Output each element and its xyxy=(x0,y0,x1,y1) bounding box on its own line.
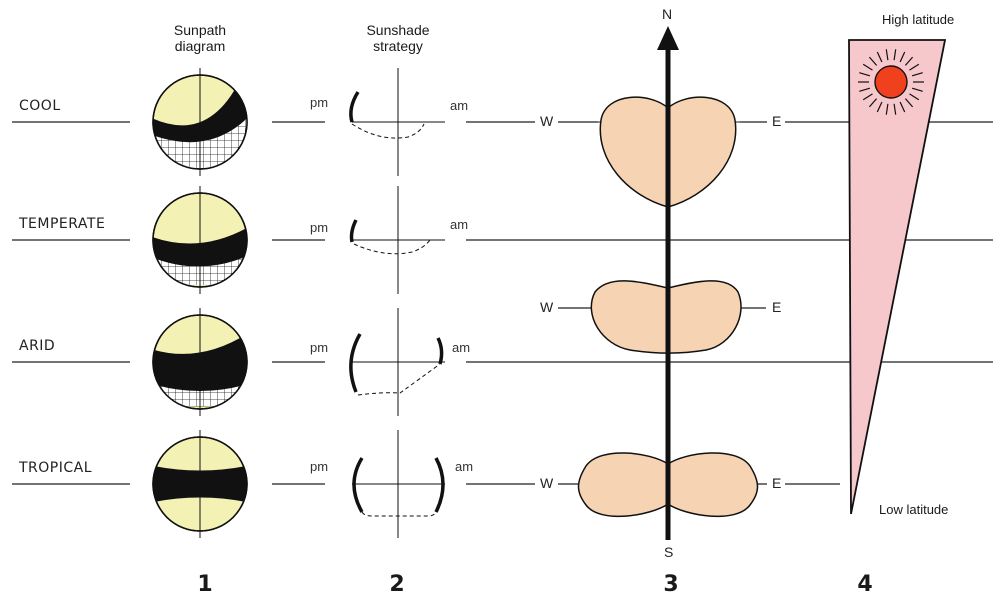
sunshade-arid xyxy=(349,308,445,416)
pm-label-tropical: pm xyxy=(310,459,329,474)
sun-ray xyxy=(893,103,897,115)
latitude-wedge xyxy=(848,39,947,515)
south-label: S xyxy=(664,544,674,560)
west-label-tropical: W xyxy=(540,475,554,491)
east-label-tropical: E xyxy=(772,475,782,491)
sun-ray xyxy=(904,98,914,108)
sun-ray xyxy=(876,51,883,63)
sun-ray xyxy=(911,87,923,92)
pm-label-cool: pm xyxy=(310,95,329,110)
north-label: N xyxy=(662,6,673,22)
climate-label-temperate: TEMPERATE xyxy=(19,216,106,232)
sun-ray xyxy=(885,49,889,61)
climate-label-cool: COOL xyxy=(19,98,61,114)
am-label-cool: am xyxy=(450,98,469,113)
sun-ray xyxy=(859,72,871,77)
am-label-arid: am xyxy=(452,340,471,355)
sunshade-header: Sunshade strategy xyxy=(366,22,430,55)
pm-label-temperate: pm xyxy=(310,220,329,235)
north-south-axis xyxy=(657,26,679,540)
west-label-cool: W xyxy=(540,113,554,129)
sun-ray xyxy=(911,72,923,77)
sunshade-tropical xyxy=(352,430,445,538)
climate-label-arid: ARID xyxy=(19,338,56,354)
climate-lines xyxy=(12,121,993,485)
column-number-4: 4 xyxy=(857,572,873,597)
north-arrowhead xyxy=(657,26,679,50)
sunpath-header: Sunpath diagram xyxy=(173,22,227,55)
east-label-arid: E xyxy=(772,299,782,315)
sun-ray xyxy=(876,101,883,113)
sun-ray xyxy=(904,56,914,66)
sun-ray xyxy=(859,87,871,92)
high-latitude-label: High latitude xyxy=(882,12,955,27)
column-number-3: 3 xyxy=(663,572,679,597)
sun-ray xyxy=(893,49,897,61)
sunpath-cool xyxy=(152,68,248,176)
am-label-tropical: am xyxy=(455,459,474,474)
sun-ray xyxy=(868,56,878,66)
sun-ray xyxy=(909,63,920,71)
climate-label-tropical: TROPICAL xyxy=(19,460,93,476)
sun-ray xyxy=(899,101,906,113)
sun-ray xyxy=(899,51,906,63)
west-label-arid: W xyxy=(540,299,554,315)
sunpath-temperate xyxy=(152,186,248,294)
column-number-2: 2 xyxy=(389,572,405,597)
east-label-cool: E xyxy=(772,113,782,129)
sunshade-cool xyxy=(349,68,445,176)
sun-ray xyxy=(885,103,889,115)
low-latitude-label: Low latitude xyxy=(879,502,949,517)
sun-icon xyxy=(858,49,924,115)
sunpath-arid xyxy=(152,308,248,416)
sun-ray xyxy=(909,93,920,101)
sunpath-tropical xyxy=(152,430,248,538)
column-number-1: 1 xyxy=(197,572,213,597)
sun-ray xyxy=(868,98,878,108)
sun-ray xyxy=(862,63,873,71)
sun-ray xyxy=(862,93,873,101)
am-label-temperate: am xyxy=(450,217,469,232)
pm-label-arid: pm xyxy=(310,340,329,355)
sunshade-temperate xyxy=(349,186,445,294)
